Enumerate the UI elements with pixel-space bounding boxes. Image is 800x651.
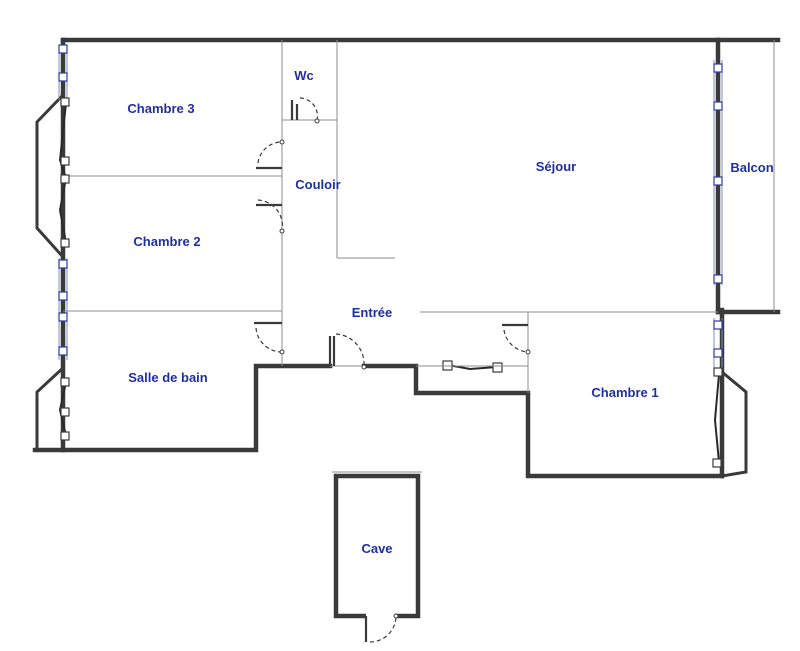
door-wc-arc: [299, 97, 319, 121]
window-node: [713, 176, 723, 186]
corridor-window: [416, 360, 528, 373]
chambre1-bay: [712, 318, 748, 478]
door-c1-hinge: [525, 349, 531, 355]
doors: [254, 97, 531, 370]
window-node: [492, 362, 503, 373]
door-wc-hinge: [314, 118, 320, 124]
window-node: [58, 291, 68, 301]
window-node: [58, 312, 68, 322]
window-node: [60, 174, 70, 184]
window-node: [60, 407, 70, 417]
bay-glass-c1: [713, 373, 720, 463]
door-c2-hinge: [279, 228, 285, 234]
door-c3-arc: [257, 141, 283, 164]
window-node: [58, 259, 68, 269]
door-bath-hinge: [279, 349, 285, 355]
cave-door-gap: [366, 610, 396, 620]
door-c3-hinge: [279, 139, 285, 145]
window-node: [58, 72, 68, 82]
window-node: [713, 101, 723, 111]
door-cave-arc: [369, 615, 397, 643]
bay-window-c1: [721, 370, 748, 478]
room-labels: Chambre 3 Wc Séjour Balcon Couloir Chamb…: [127, 68, 773, 556]
window-node: [713, 274, 723, 284]
door-entrance-hinge: [361, 364, 367, 370]
label-balcon: Balcon: [730, 160, 773, 175]
label-salle-de-bain: Salle de bain: [128, 370, 208, 385]
door-c2-arc: [257, 199, 284, 232]
label-chambre-1: Chambre 1: [591, 385, 658, 400]
bay-glass-lower: [58, 381, 67, 437]
wall-entry-right: [361, 363, 725, 479]
door-cave-hinge: [393, 613, 399, 619]
label-chambre-2: Chambre 2: [133, 234, 200, 249]
window-node: [58, 44, 68, 54]
exterior-walls: [32, 37, 781, 479]
label-cave: Cave: [361, 541, 392, 556]
window-node: [713, 320, 723, 330]
door-c1-arc: [503, 329, 529, 353]
window-node: [60, 377, 70, 387]
window-node: [60, 156, 70, 166]
window-node: [60, 431, 70, 441]
left-bay-windows: [35, 44, 70, 450]
label-couloir: Couloir: [295, 177, 341, 192]
label-sejour: Séjour: [536, 159, 576, 174]
window-node: [713, 63, 723, 73]
window-node: [713, 367, 723, 377]
wall-bathroom-bottom: [32, 363, 333, 453]
door-entrance-arc: [335, 333, 365, 367]
window-node: [58, 346, 68, 356]
bay-window-upper: [35, 93, 65, 259]
label-entree: Entrée: [352, 305, 392, 320]
balcony-windows: [713, 60, 723, 285]
interior-partitions: [63, 40, 775, 393]
window-node: [60, 97, 70, 107]
window-node: [713, 348, 723, 358]
label-chambre-3: Chambre 3: [127, 101, 194, 116]
cave: [332, 471, 422, 643]
window-node: [60, 238, 70, 248]
door-bath-arc: [255, 327, 283, 353]
bay-window-lower: [35, 366, 65, 450]
window-node: [712, 458, 722, 468]
label-wc: Wc: [294, 68, 314, 83]
